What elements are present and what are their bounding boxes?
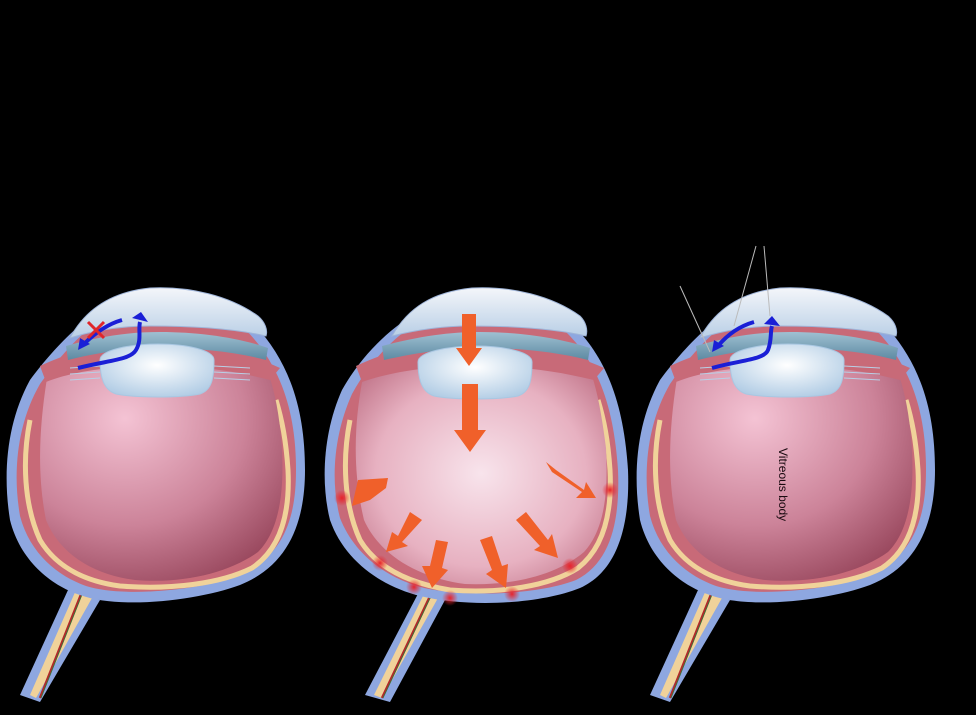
eye-middle — [324, 287, 629, 702]
pressure-spots — [334, 482, 618, 606]
aqueous-flow-forward-arrow — [711, 325, 774, 370]
aqueous-flow-blocked-arrow — [82, 318, 123, 346]
pressure-arrows — [352, 314, 596, 588]
eye-right — [637, 245, 935, 702]
vitreous-body-label: Vitreous body — [776, 448, 790, 522]
aqueous-flow-forward-arrow — [77, 321, 142, 370]
eye-left — [7, 288, 305, 702]
aqueous-flow-outflow-arrow — [716, 320, 755, 348]
blocked-x-icon — [86, 320, 106, 340]
